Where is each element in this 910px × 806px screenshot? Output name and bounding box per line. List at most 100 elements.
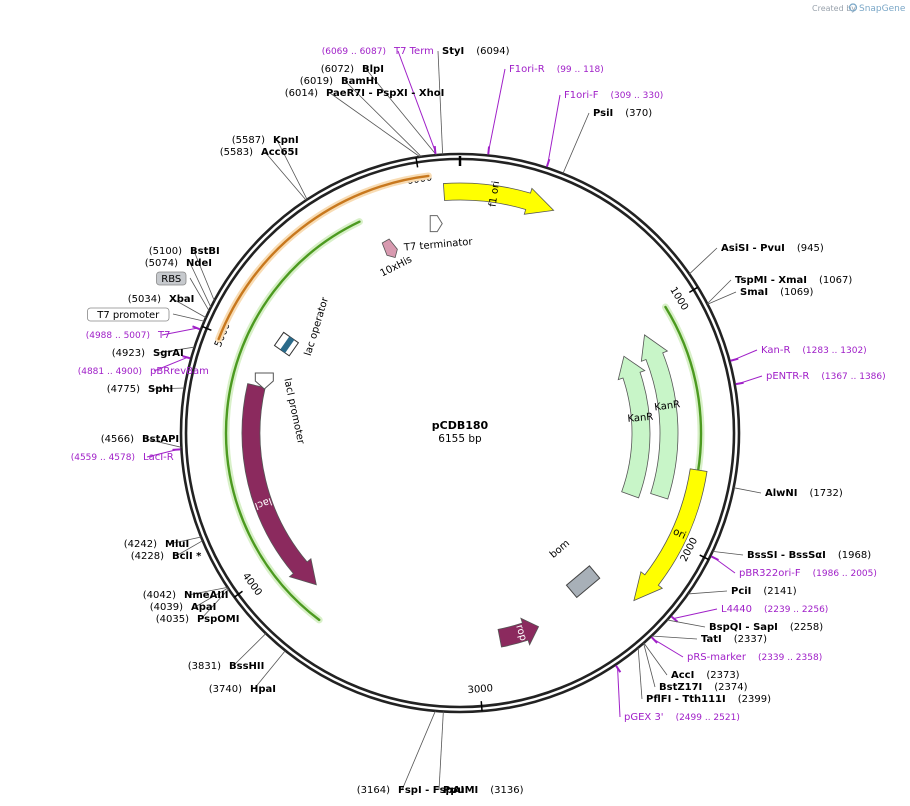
site-name: T7 Term [393, 46, 434, 57]
primer-mark [735, 381, 744, 386]
site-xbai[interactable]: XbaI(5034) [128, 294, 195, 305]
site-acc65i[interactable]: Acc65I(5583) [220, 147, 299, 158]
site-pspomi[interactable]: PspOMI(4035) [156, 614, 240, 625]
site-f1ori-f[interactable]: F1ori-F(309 .. 330) [564, 90, 663, 101]
site-hpai[interactable]: HpaI(3740) [209, 684, 276, 695]
site-t7-term[interactable]: T7 Term(6069 .. 6087) [322, 46, 434, 57]
site-position: (5587) [232, 135, 265, 146]
site-styi[interactable]: StyI(6094) [442, 46, 510, 57]
site-name: L4440 [721, 604, 752, 615]
site-laci-r[interactable]: LacI-R(4559 .. 4578) [71, 452, 174, 463]
site-l4440[interactable]: L4440 (2239 .. 2256) [721, 604, 828, 615]
site-kpni[interactable]: KpnI (5587) [232, 135, 299, 146]
site-bsshii[interactable]: BssHII(3831) [188, 661, 265, 672]
site-bcli[interactable]: BclI *(4228) [131, 551, 202, 562]
site-name: AsiSI - PvuI [721, 243, 785, 254]
site-sgrai[interactable]: SgrAI(4923) [112, 348, 184, 359]
site-bamhi[interactable]: BamHI(6019) [300, 76, 378, 87]
site-bstz17i[interactable]: BstZ17I(2374) [659, 682, 748, 693]
site-name: BspQI - SapI [709, 622, 778, 633]
site-t7[interactable]: T7(4988 .. 5007) [86, 330, 171, 341]
site-alwni[interactable]: AlwNI(1732) [765, 488, 843, 499]
tick-mark [415, 157, 419, 168]
site-position: (2339 .. 2358) [758, 653, 822, 663]
site-bsssi-bsss-i[interactable]: BssSI - BssSαI(1968) [747, 550, 871, 561]
site-leaders [145, 50, 763, 791]
site-position: (4242) [124, 539, 157, 550]
site-rbs[interactable]: RBS [156, 271, 187, 286]
site-leader-line [344, 80, 422, 157]
primer-mark [710, 555, 719, 561]
rop-arrow [497, 617, 540, 648]
site-ndei[interactable]: NdeI(5074) [145, 258, 212, 269]
site-leader-line [651, 635, 698, 640]
site-tspmi-xmai[interactable]: TspMI - XmaI(1067) [735, 275, 852, 286]
site-leader-line [689, 247, 718, 275]
site-nmeaiii[interactable]: NmeAIII(4042) [143, 590, 229, 601]
ori-label: ori [671, 526, 687, 541]
site-position: (1069) [780, 287, 813, 298]
site-bstapi[interactable]: BstAPI(4566) [101, 434, 179, 445]
site-acci[interactable]: AccI(2373) [671, 670, 740, 681]
site-prs-marker[interactable]: pRS-marker (2339 .. 2358) [687, 652, 822, 663]
primer-mark [650, 636, 658, 644]
site-position: (1968) [838, 550, 871, 561]
credit-text: Created by [812, 4, 856, 13]
site-name: T7 [157, 330, 170, 341]
site-ppumi[interactable]: PpuMI(3136) [443, 785, 524, 796]
primer-mark [670, 615, 679, 623]
site-leader-line [264, 151, 307, 201]
site-name: KpnI [273, 135, 299, 146]
site-f1ori-r[interactable]: F1ori-R(99 .. 118) [509, 64, 604, 75]
primer-mark [487, 146, 491, 155]
site-position: (4042) [143, 590, 176, 601]
site-pcii[interactable]: PciI(2141) [731, 586, 797, 597]
site-tati[interactable]: TatI(2337) [701, 634, 767, 645]
site-bspqi-sapi[interactable]: BspQI - SapI(2258) [709, 622, 823, 633]
site-pbr322ori-f[interactable]: pBR322ori-F(1986 .. 2005) [739, 568, 877, 579]
site-position: (3164) [357, 785, 390, 796]
site-kan-r[interactable]: Kan-R(1283 .. 1302) [761, 345, 867, 356]
site-smai[interactable]: SmaI(1069) [740, 287, 813, 298]
site-labels: StyI(6094) BlpI(6072)BamHI(6019)PaeR7I - … [71, 46, 886, 796]
site-pentr-r[interactable]: pENTR-R(1367 .. 1386) [766, 371, 886, 382]
snapgene-logo-icon [848, 3, 858, 12]
credit-brand: SnapGene [859, 4, 906, 14]
site-apai[interactable]: ApaI(4039) [150, 602, 217, 613]
site-position: (4228) [131, 551, 164, 562]
site-mlui[interactable]: MluI(4242) [124, 539, 189, 550]
site-pgex-3[interactable]: pGEX 3' (2499 .. 2521) [624, 712, 740, 723]
site-leader-line [276, 139, 308, 200]
site-leader-line [547, 94, 561, 165]
site-name: PflFI - Tth111I [646, 694, 726, 705]
snapgene-credit: Created by SnapGene [812, 3, 906, 14]
site-asisi-pvui[interactable]: AsiSI - PvuI(945) [721, 243, 824, 254]
site-paer7i-pspxi-xhoi[interactable]: PaeR7I - PspXI - XhoI(6014) [285, 88, 445, 99]
site-position: (6014) [285, 88, 318, 99]
site-pflfi-tth111i[interactable]: PflFI - Tth111I(2399) [646, 694, 771, 705]
site-name: Acc65I [261, 147, 298, 158]
site-name: Kan-R [761, 345, 790, 356]
site-position: (3136) [490, 785, 523, 796]
ori-arrow [633, 468, 708, 602]
site-name: pGEX 3' [624, 712, 664, 723]
site-position: (6019) [300, 76, 333, 87]
site-blpi[interactable]: BlpI(6072) [321, 64, 384, 75]
site-leader-line [175, 540, 203, 557]
site-leader-line [438, 711, 444, 791]
site-fspi-fspai[interactable]: FspI - FspAI(3164) [357, 785, 464, 796]
site-position: (2239 .. 2256) [764, 605, 828, 615]
site-name: pRS-marker [687, 652, 747, 663]
site-position: (2337) [734, 634, 767, 645]
site-position: (2374) [714, 682, 747, 693]
t7-terminator-label: T7 terminator [403, 237, 474, 254]
site-sphi[interactable]: SphI(4775) [107, 384, 173, 395]
site-pbrrevbam[interactable]: pBRrevBam(4881 .. 4900) [78, 366, 209, 377]
site-t7-promoter[interactable]: T7 promoter [87, 307, 170, 322]
site-psii[interactable]: PsiI(370) [593, 108, 652, 119]
site-leader-line [712, 550, 744, 556]
kanr-label: KanR [627, 412, 654, 425]
site-leader-line [189, 262, 212, 308]
site-position: (2499 .. 2521) [676, 713, 740, 723]
site-bstbi[interactable]: BstBI(5100) [149, 246, 220, 257]
